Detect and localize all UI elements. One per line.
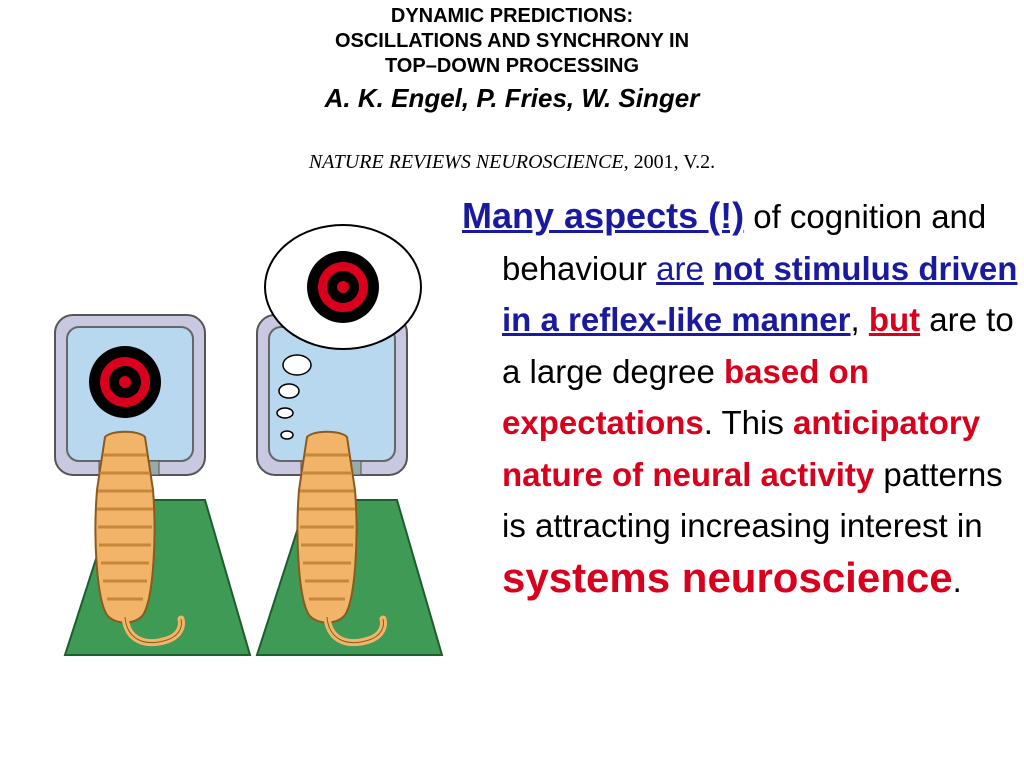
cat-imagining-target-icon (255, 224, 444, 656)
cat-watching-screen-icon (54, 314, 252, 656)
journal-citation: NATURE REVIEWS NEUROSCIENCE, 2001, V.2. (0, 150, 1024, 174)
main-paragraph: Many aspects (!) of cognition and behavi… (462, 190, 1022, 606)
journal-name: NATURE REVIEWS NEUROSCIENCE (308, 151, 624, 173)
phrase-not-stimulus-driven-text: not stimulus driven in a reflex-like man… (502, 249, 1018, 339)
phrase-many-aspects: Many aspects (!) (462, 195, 745, 236)
authors: A. K. Engel, P. Fries, W. Singer (324, 83, 700, 113)
title-line-2: OSCILLATIONS AND SYNCHRONY IN (334, 30, 690, 52)
phrase-based-on-expectations: based on expectations (502, 352, 869, 442)
phrase-but: but (868, 301, 921, 338)
phrase-anticipatory-nature: anticipatory nature of neural activity (502, 404, 981, 493)
text-s12: patterns is attracting increasing intere… (502, 455, 1003, 545)
paragraph-text: Many aspects (!) of cognition and behavi… (462, 190, 1022, 606)
phrase-are: are (656, 249, 704, 287)
phrase-systems-neuroscience: systems neuroscience (502, 553, 953, 601)
slide-title: DYNAMIC PREDICTIONS: OSCILLATIONS AND SY… (0, 4, 1024, 174)
text-s4 (704, 250, 713, 287)
cats-illustration (45, 215, 445, 665)
journal-year-volume: , 2001, V.2. (623, 151, 716, 173)
text-s14: . (952, 561, 962, 599)
title-line-1: DYNAMIC PREDICTIONS: (390, 5, 634, 27)
text-s6: , (850, 301, 869, 338)
text-s8: are to a large degree (502, 301, 1014, 390)
phrase-not-stimulus-driven: not stimulus driven in a reflex-like man… (502, 250, 1017, 339)
text-s2: of cognition and behaviour (502, 198, 987, 287)
text-s10: . This (703, 404, 794, 441)
title-line-3: TOP–DOWN PROCESSING (384, 55, 640, 77)
cats-svg (54, 224, 444, 656)
